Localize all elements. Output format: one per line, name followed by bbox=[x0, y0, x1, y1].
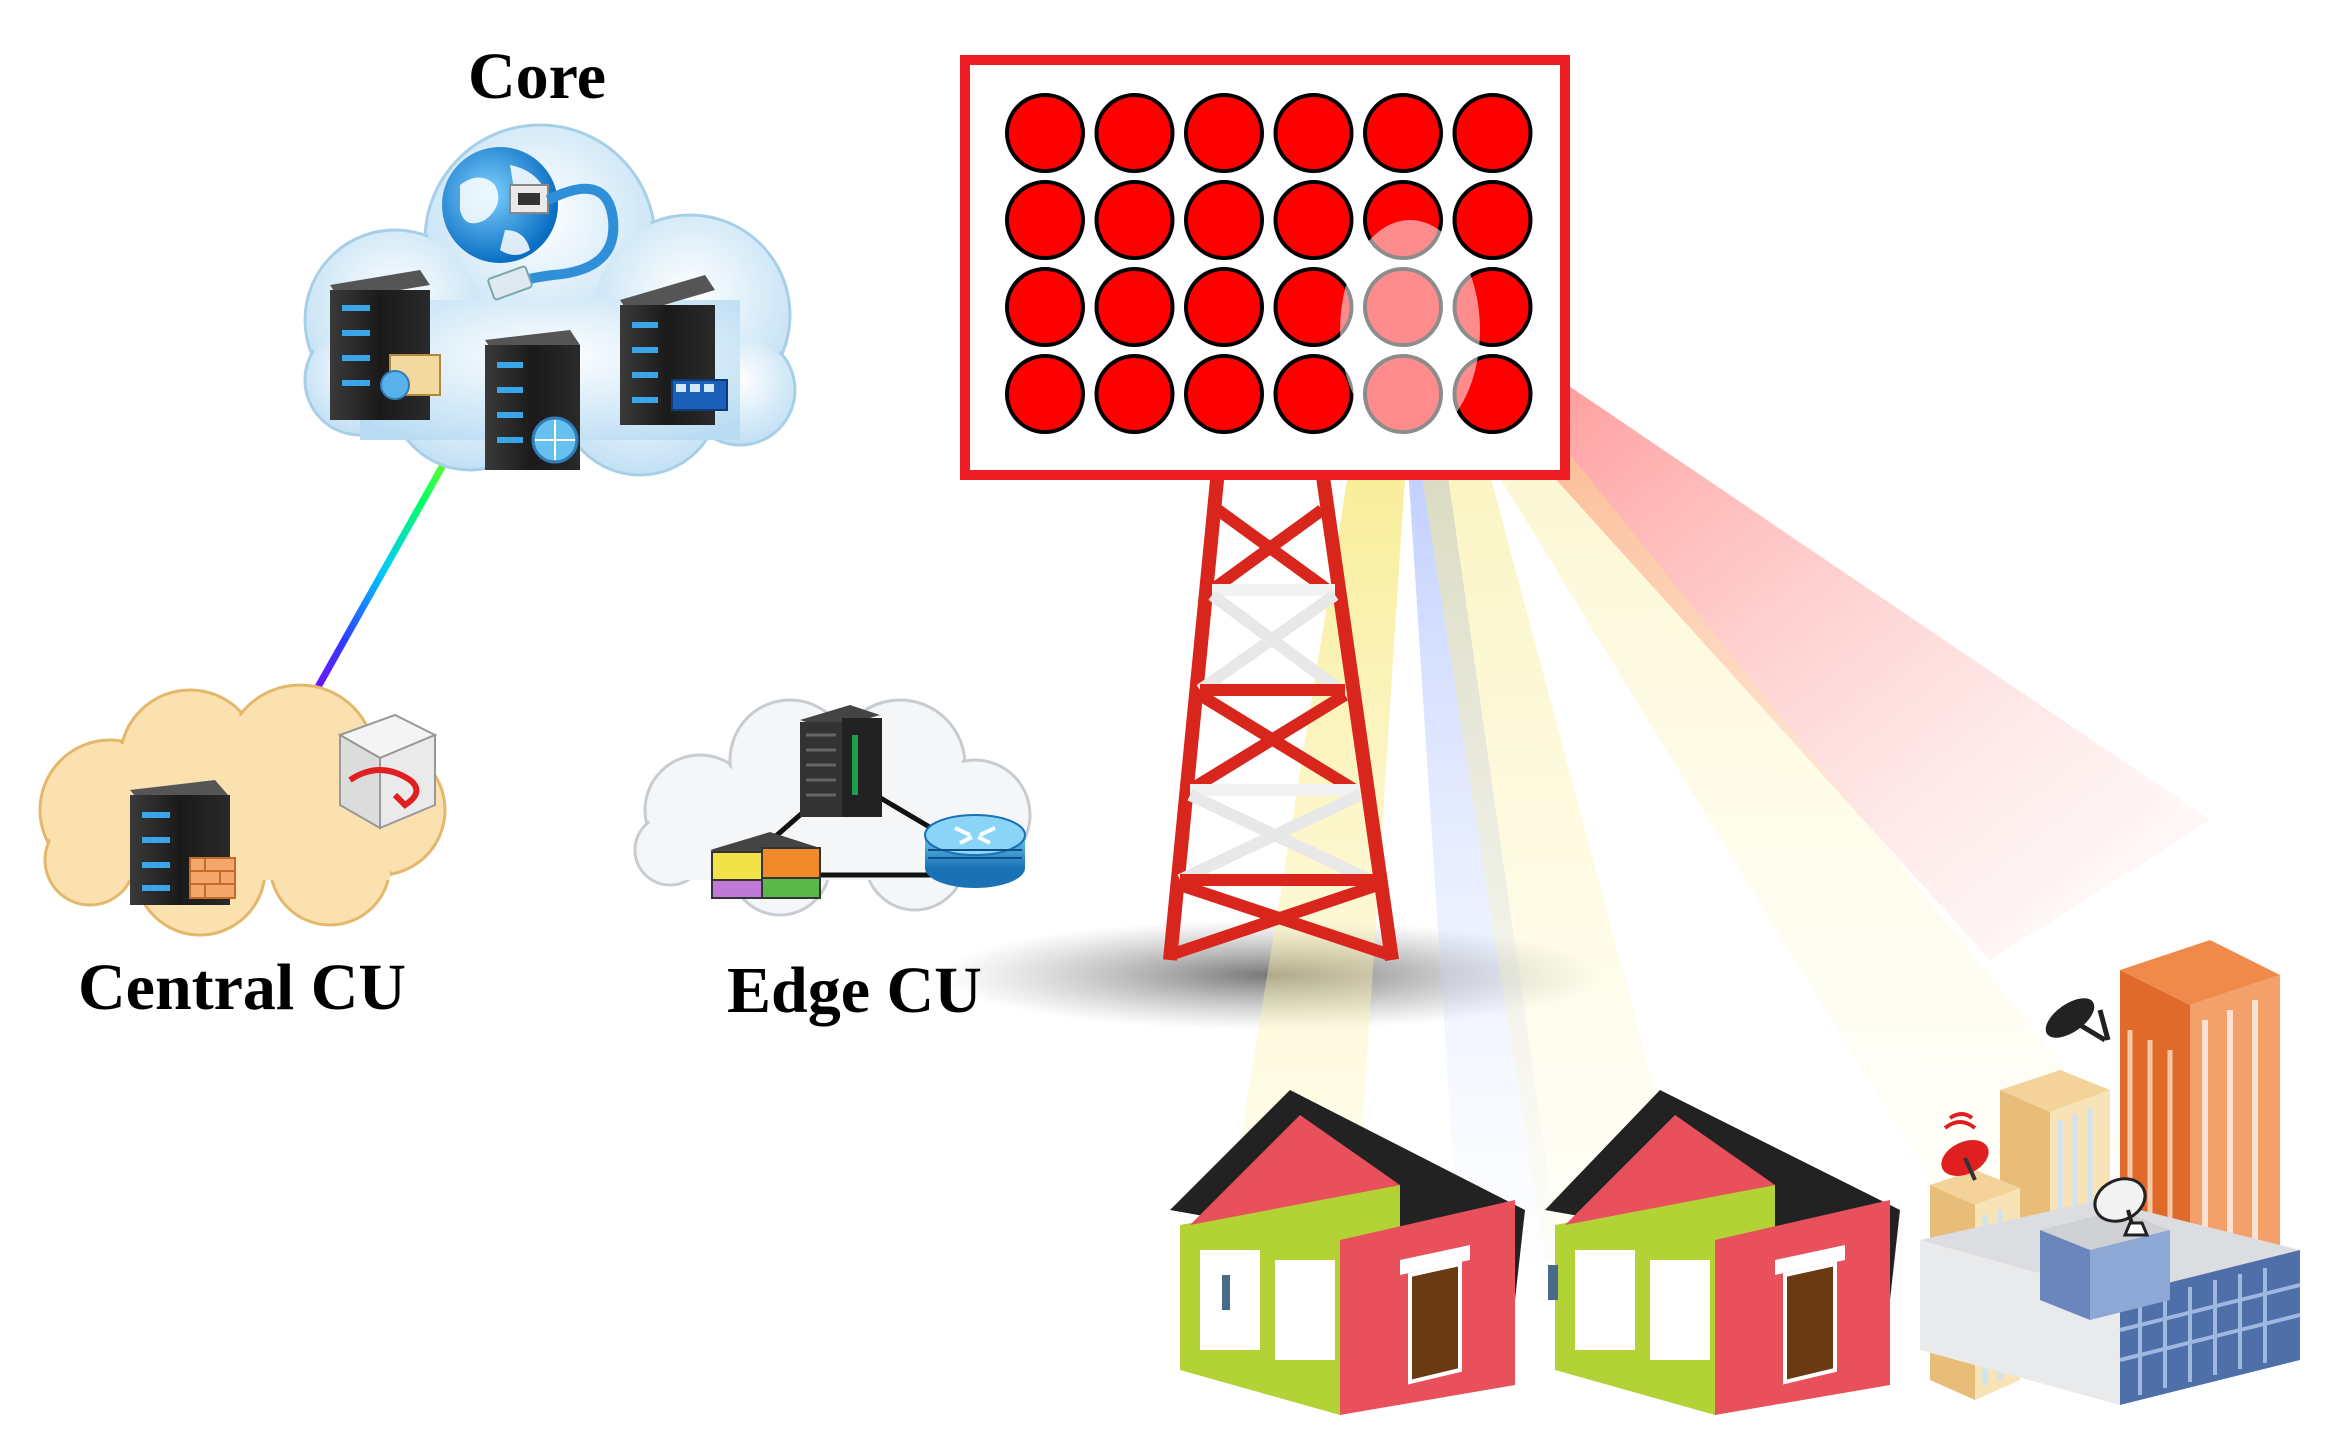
antenna-element bbox=[1094, 180, 1175, 260]
radio-beams bbox=[1210, 340, 2210, 1330]
antenna-element bbox=[1184, 93, 1264, 173]
satellite-dish-roof-icon bbox=[2093, 1177, 2150, 1237]
antenna-element bbox=[1452, 93, 1533, 173]
edge-cu-switch-icon bbox=[710, 832, 821, 899]
edge-cu-rack-icon bbox=[800, 705, 882, 817]
antenna-element bbox=[1005, 93, 1085, 173]
antenna-element bbox=[1005, 180, 1085, 260]
antenna-element bbox=[1094, 93, 1175, 173]
beam-yellow-right bbox=[1410, 400, 1700, 1290]
antenna-element bbox=[1273, 93, 1354, 173]
globe-icon bbox=[442, 147, 619, 301]
edge-cu-router-icon bbox=[924, 814, 1026, 888]
office-buildings-icon bbox=[1920, 940, 2301, 1405]
link-core-to-central-cu bbox=[301, 433, 464, 712]
antenna-array-panel bbox=[960, 55, 1570, 480]
core-server-middle-icon bbox=[485, 330, 580, 470]
core-server-right-icon bbox=[620, 275, 728, 425]
satellite-dish-top-icon bbox=[2045, 998, 2111, 1043]
antenna-element bbox=[1184, 180, 1264, 260]
antenna-element bbox=[1005, 267, 1085, 347]
antenna-element bbox=[1273, 180, 1354, 260]
antenna-element bbox=[1094, 267, 1175, 347]
antenna-element bbox=[1184, 267, 1264, 347]
beam-yellow-left bbox=[1210, 400, 1410, 1330]
house-left-icon bbox=[1170, 1090, 1525, 1415]
central-cu-label: Central CU bbox=[78, 951, 407, 1024]
cell-tower-icon bbox=[1163, 465, 1399, 961]
antenna-element bbox=[1452, 180, 1533, 260]
satellite-dish-red-icon bbox=[1941, 1112, 1989, 1181]
beam-red-wide bbox=[1430, 340, 2210, 960]
tower-cross-bracing bbox=[1168, 505, 1392, 961]
office-block-blue bbox=[1920, 1200, 2301, 1405]
firewall-icon bbox=[189, 857, 236, 899]
central-cu-server-icon bbox=[130, 780, 230, 905]
core-label: Core bbox=[468, 40, 607, 113]
edge-cu-cloud-group bbox=[633, 698, 1032, 917]
antenna-element bbox=[1184, 354, 1264, 434]
antenna-element bbox=[1094, 354, 1175, 434]
antenna-element bbox=[1005, 354, 1085, 434]
beam-yellow-far bbox=[1440, 380, 2130, 1230]
central-cu-cloud-group bbox=[38, 683, 447, 937]
house-middle-icon bbox=[1545, 1090, 1900, 1415]
central-cu-box-icon bbox=[337, 713, 438, 830]
edge-cu-label: Edge CU bbox=[727, 954, 982, 1027]
array-highlight-glow bbox=[1340, 220, 1480, 440]
core-cloud-group bbox=[303, 123, 797, 477]
antenna-element bbox=[1273, 354, 1354, 434]
core-server-left-icon bbox=[330, 270, 441, 420]
antenna-element bbox=[1363, 93, 1443, 173]
